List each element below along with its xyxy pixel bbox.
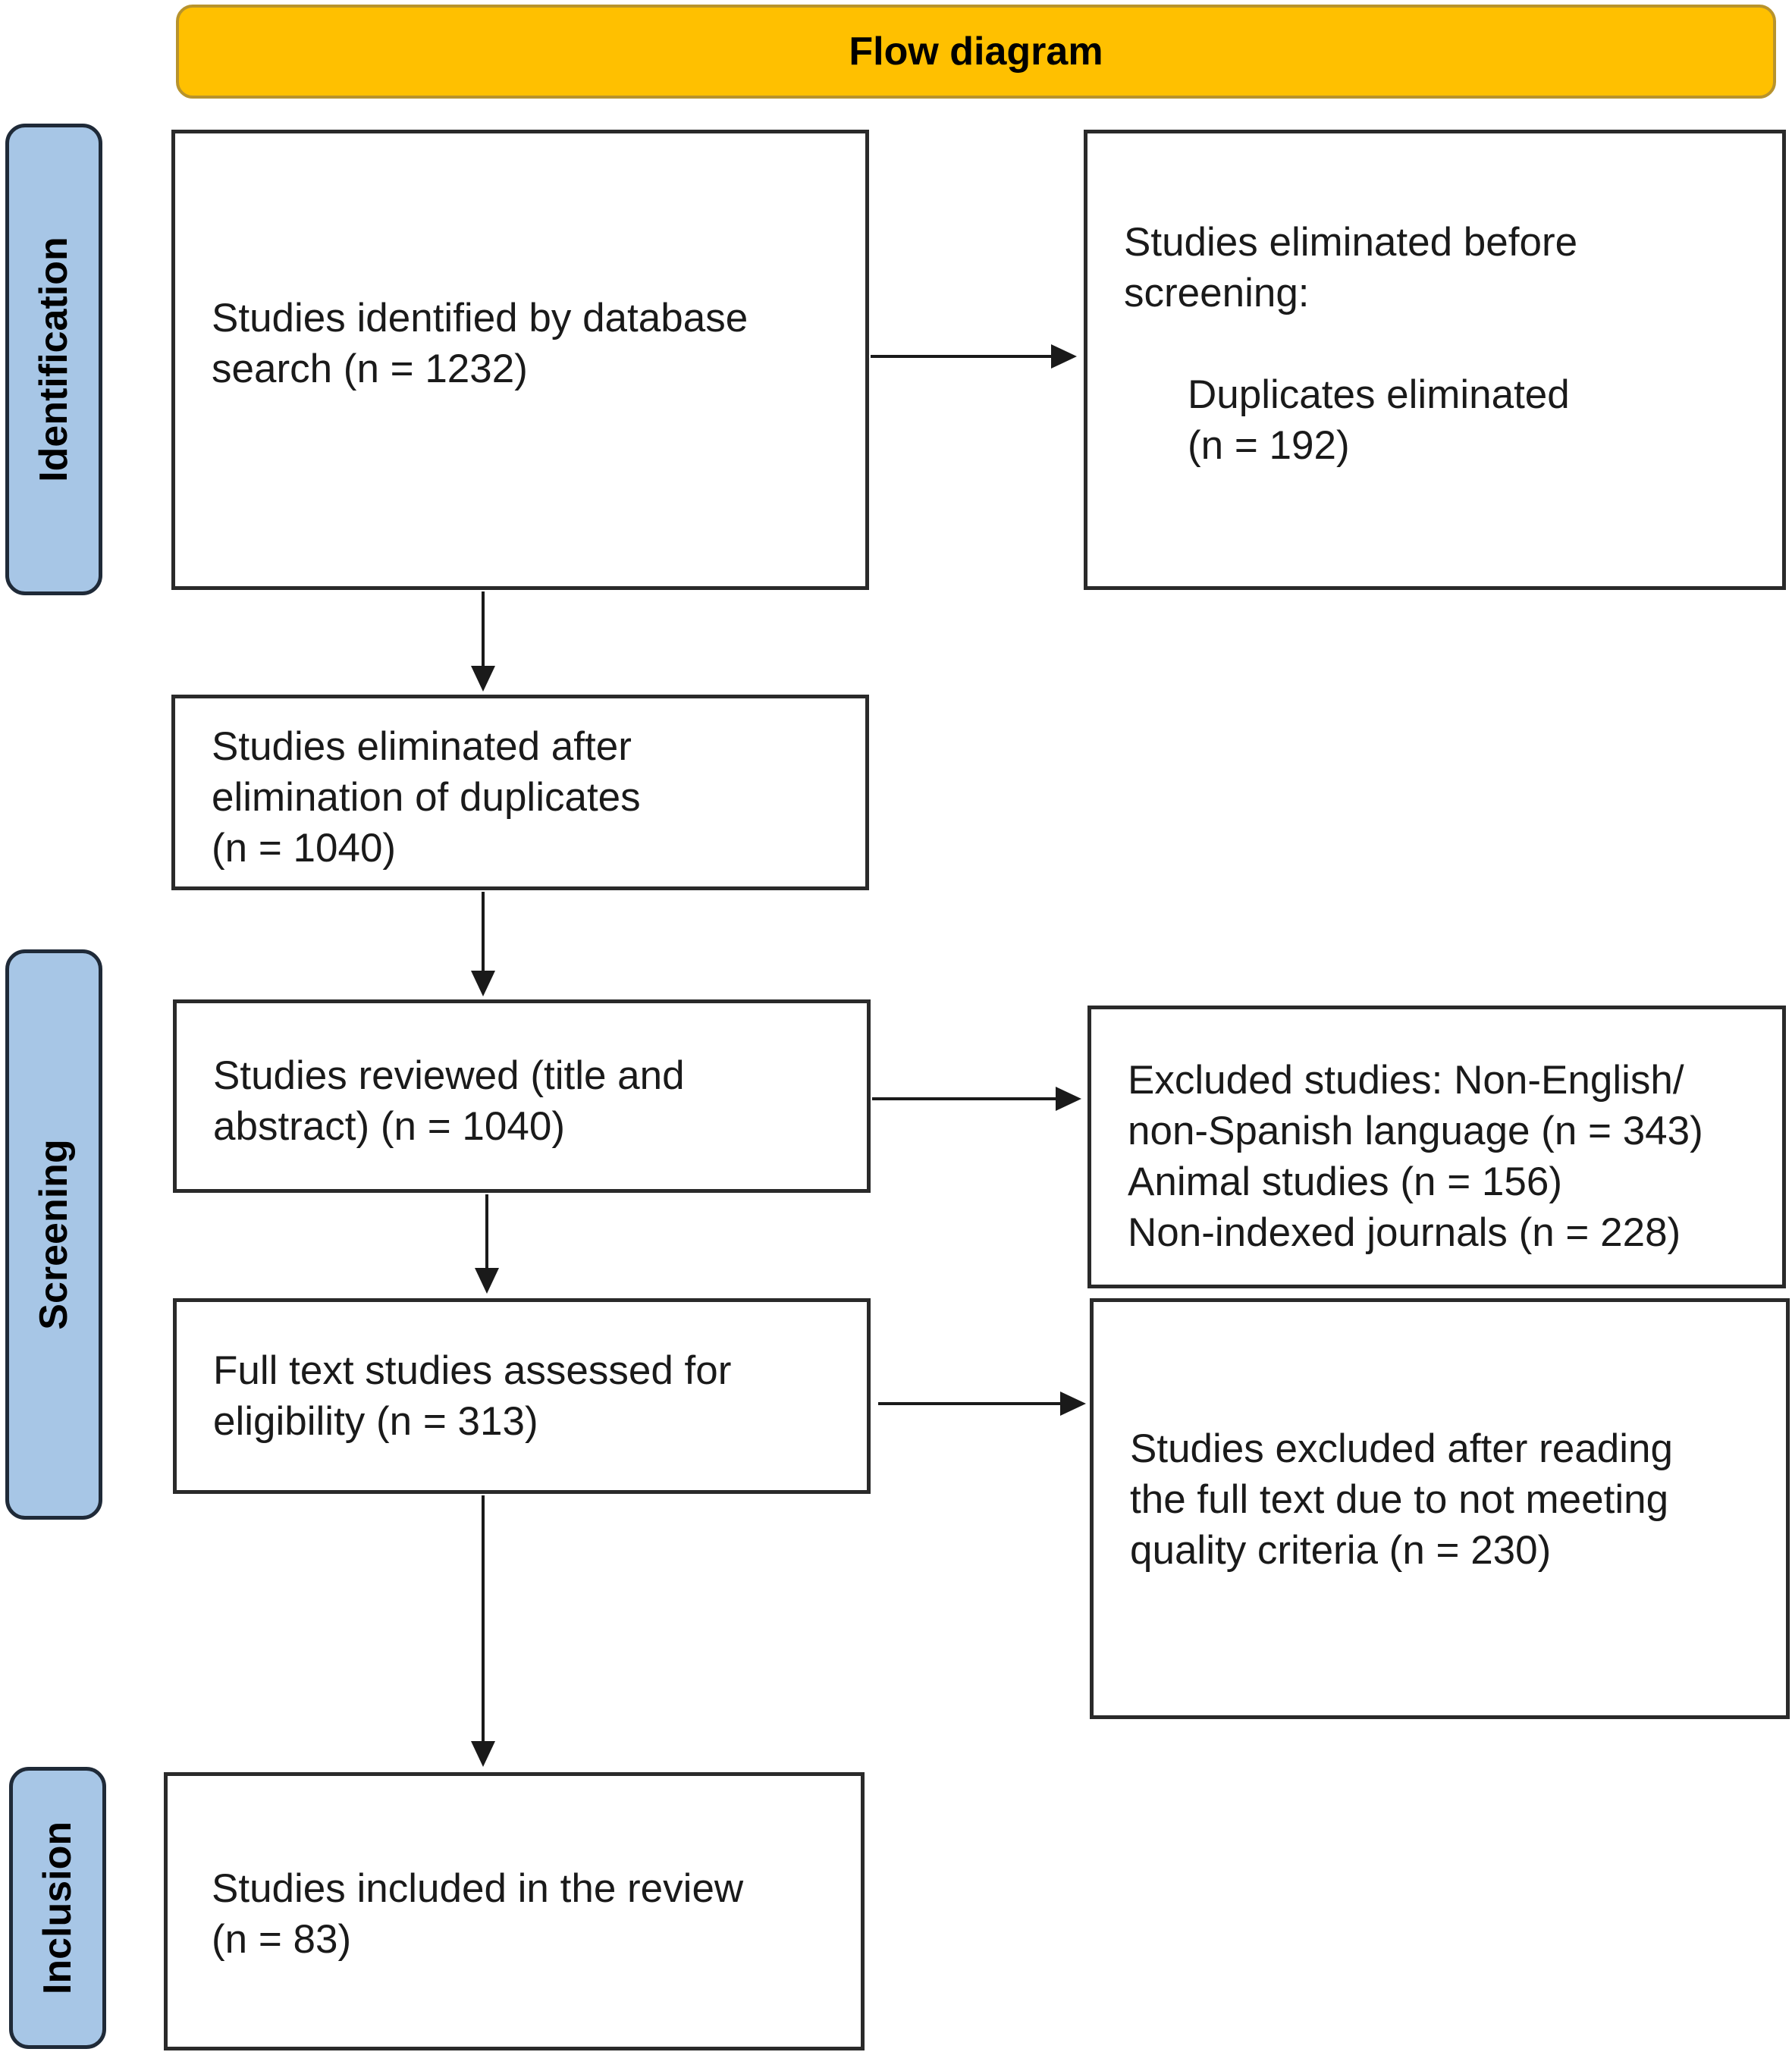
arrowhead-down	[471, 1741, 495, 1767]
arrowhead-right	[1051, 344, 1077, 369]
arrowhead-right	[1060, 1392, 1086, 1416]
stage-screening: Screening	[5, 949, 102, 1520]
box-line: elimination of duplicates	[212, 775, 641, 820]
box-line: eligibility (n = 313)	[213, 1399, 538, 1444]
stage-identification: Identification	[5, 124, 102, 595]
box-line: (n = 83)	[212, 1917, 352, 1962]
box-studies-reviewed: Studies reviewed (title and abstract) (n…	[173, 999, 871, 1193]
box-line: screening:	[1124, 271, 1310, 315]
arrowhead-down	[471, 971, 495, 996]
box-eliminated-before-screening: Studies eliminated before screening: Dup…	[1084, 130, 1786, 590]
box-line: (n = 1040)	[212, 826, 397, 871]
box-line: Full text studies assessed for	[213, 1348, 732, 1393]
box-after-duplicates: Studies eliminated after elimination of …	[171, 695, 869, 890]
box-line: Non-indexed journals (n = 228)	[1128, 1210, 1681, 1255]
box-excluded-studies: Excluded studies: Non-English/ non-Spani…	[1087, 1006, 1786, 1288]
box-line: (n = 192)	[1188, 423, 1350, 468]
stage-inclusion: Inclusion	[9, 1767, 106, 2049]
box-line: Studies identified by database	[212, 296, 748, 340]
box-line: Studies reviewed (title and	[213, 1053, 685, 1098]
box-line: Studies eliminated after	[212, 724, 632, 769]
arrowhead-down	[475, 1268, 499, 1294]
stage-screening-label: Screening	[32, 1139, 76, 1330]
box-line: abstract) (n = 1040)	[213, 1104, 565, 1149]
box-line: Excluded studies: Non-English/	[1128, 1058, 1684, 1103]
box-excluded-full-text: Studies excluded after reading the full …	[1090, 1298, 1790, 1719]
box-line: quality criteria (n = 230)	[1130, 1528, 1552, 1573]
box-line: Duplicates eliminated	[1188, 372, 1570, 417]
box-line: non-Spanish language (n = 343)	[1128, 1109, 1703, 1153]
box-studies-included: Studies included in the review (n = 83)	[164, 1772, 865, 2050]
box-full-text-assessed: Full text studies assessed for eligibili…	[173, 1298, 871, 1494]
arrowhead-down	[471, 666, 495, 692]
arrowhead-right	[1056, 1087, 1081, 1111]
box-line: Animal studies (n = 156)	[1128, 1159, 1562, 1204]
box-line: the full text due to not meeting	[1130, 1477, 1669, 1522]
box-line: Studies eliminated before	[1124, 220, 1578, 265]
flow-diagram-title: Flow diagram	[176, 5, 1776, 99]
stage-identification-label: Identification	[32, 237, 76, 482]
box-line: search (n = 1232)	[212, 347, 528, 391]
box-studies-identified: Studies identified by database search (n…	[171, 130, 869, 590]
stage-inclusion-label: Inclusion	[36, 1821, 80, 1995]
box-line: Studies included in the review	[212, 1866, 744, 1911]
box-line: Studies excluded after reading	[1130, 1426, 1673, 1471]
flow-diagram-title-text: Flow diagram	[849, 30, 1103, 74]
